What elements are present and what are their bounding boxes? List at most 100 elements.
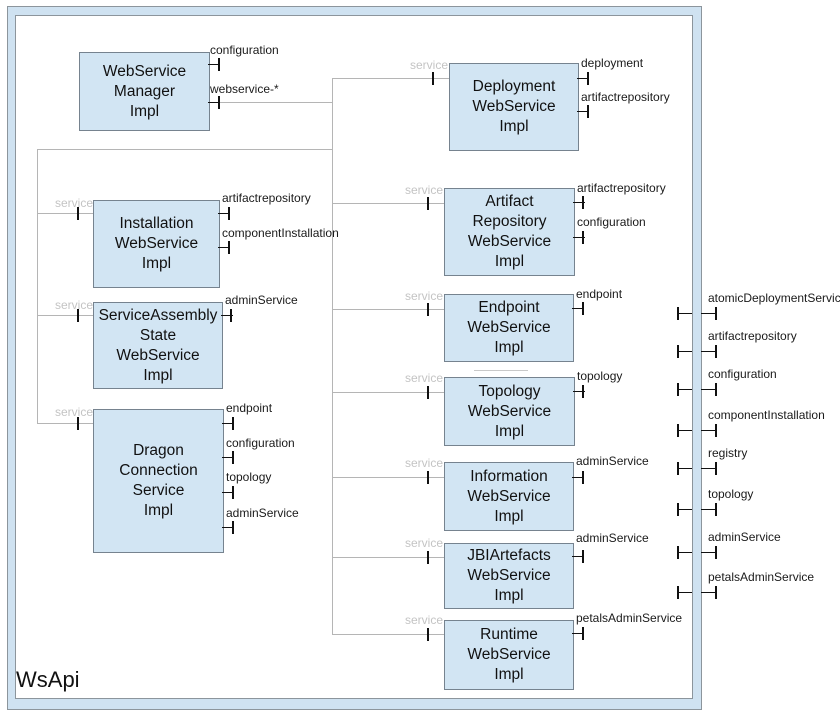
service-label: service (405, 289, 444, 303)
frame-port[interactable] (677, 503, 679, 516)
interface-port[interactable] (232, 451, 234, 464)
interface-port[interactable] (582, 385, 584, 398)
service-port[interactable] (432, 72, 434, 85)
connector-line (332, 309, 444, 310)
port-stub (572, 477, 584, 478)
interface-port[interactable] (228, 241, 230, 254)
service-label: service (55, 405, 94, 419)
component-topology[interactable]: Topology WebService Impl (444, 377, 575, 446)
service-label: service (405, 183, 444, 197)
service-port[interactable] (77, 417, 79, 430)
service-label: service (55, 298, 94, 312)
interface-port[interactable] (582, 196, 584, 209)
frame-port[interactable] (715, 345, 717, 358)
frame-port[interactable] (677, 345, 679, 358)
service-port[interactable] (427, 197, 429, 210)
interface-port[interactable] (582, 471, 584, 484)
port-label: artifactrepository (222, 191, 311, 205)
port-stub (577, 111, 589, 112)
frame-port[interactable] (677, 462, 679, 475)
connector-line (332, 557, 444, 558)
connector-line (37, 149, 38, 424)
service-port[interactable] (427, 386, 429, 399)
service-port[interactable] (427, 471, 429, 484)
component-endpoint[interactable]: Endpoint WebService Impl (444, 294, 574, 362)
interface-port[interactable] (582, 627, 584, 640)
frame-port[interactable] (677, 586, 679, 599)
component-information[interactable]: Information WebService Impl (444, 462, 574, 531)
port-label: adminService (226, 506, 299, 520)
port-stub (572, 633, 584, 634)
connector-line (220, 102, 332, 103)
port-label: artifactrepository (577, 181, 666, 195)
port-stub (573, 391, 585, 392)
port-label: topology (226, 470, 272, 484)
frame-port[interactable] (715, 462, 717, 475)
port-label: artifactrepository (581, 90, 670, 104)
service-port[interactable] (427, 551, 429, 564)
component-webservice-manager[interactable]: WebService Manager Impl (79, 52, 210, 131)
component-artifact-repository[interactable]: Artifact Repository WebService Impl (444, 188, 575, 276)
frame-port-stub (701, 592, 717, 593)
port-label: webservice-* (210, 82, 279, 96)
interface-port[interactable] (228, 207, 230, 220)
port-label: endpoint (226, 401, 273, 415)
frame-port[interactable] (677, 383, 679, 396)
interface-port[interactable] (230, 309, 232, 322)
service-port[interactable] (427, 628, 429, 641)
port-stub (222, 492, 234, 493)
frame-port-stub (678, 313, 692, 314)
component-dragon-connection[interactable]: Dragon Connection Service Impl (93, 409, 224, 553)
component-serviceassembly-state[interactable]: ServiceAssembly State WebService Impl (93, 302, 223, 389)
frame-port[interactable] (715, 503, 717, 516)
service-label: service (405, 536, 444, 550)
port-label: topology (577, 369, 623, 383)
service-label: service (405, 371, 444, 385)
frame-port[interactable] (677, 546, 679, 559)
interface-port[interactable] (218, 58, 220, 71)
frame-port[interactable] (677, 307, 679, 320)
frame-port-stub (678, 592, 692, 593)
component-installation[interactable]: Installation WebService Impl (93, 200, 220, 288)
frame-port-stub (678, 468, 692, 469)
port-label: deployment (581, 56, 644, 70)
frame-port[interactable] (715, 586, 717, 599)
port-stub (222, 527, 234, 528)
service-port[interactable] (427, 303, 429, 316)
interface-port[interactable] (232, 521, 234, 534)
port-stub (572, 556, 584, 557)
port-stub (577, 78, 589, 79)
interface-port[interactable] (582, 302, 584, 315)
frame-port-stub (701, 430, 717, 431)
service-port[interactable] (77, 309, 79, 322)
connector-trunk (332, 78, 333, 635)
port-stub (222, 457, 234, 458)
interface-port[interactable] (218, 96, 220, 109)
connector-line (332, 392, 444, 393)
service-port[interactable] (77, 207, 79, 220)
frame-port-stub (678, 509, 692, 510)
component-deployment[interactable]: Deployment WebService Impl (449, 63, 579, 151)
frame-port-stub (701, 509, 717, 510)
frame-port[interactable] (677, 424, 679, 437)
port-label: adminService (576, 454, 649, 468)
frame-port-stub (678, 351, 692, 352)
interface-port[interactable] (232, 417, 234, 430)
frame-port-label: petalsAdminService (708, 570, 815, 584)
frame-port[interactable] (715, 546, 717, 559)
frame-port[interactable] (715, 383, 717, 396)
interface-port[interactable] (582, 550, 584, 563)
frame-port[interactable] (715, 307, 717, 320)
interface-port[interactable] (587, 105, 589, 118)
frame-port-stub (701, 468, 717, 469)
frame-port-label: adminService (708, 530, 781, 544)
interface-port[interactable] (582, 231, 584, 244)
frame-port[interactable] (715, 424, 717, 437)
frame-port-stub (701, 389, 717, 390)
interface-port[interactable] (232, 486, 234, 499)
component-runtime[interactable]: Runtime WebService Impl (444, 620, 574, 690)
component-jbi-artefacts[interactable]: JBIArtefacts WebService Impl (444, 543, 574, 609)
connector-line (37, 315, 93, 316)
connector-line (37, 213, 93, 214)
interface-port[interactable] (587, 72, 589, 85)
